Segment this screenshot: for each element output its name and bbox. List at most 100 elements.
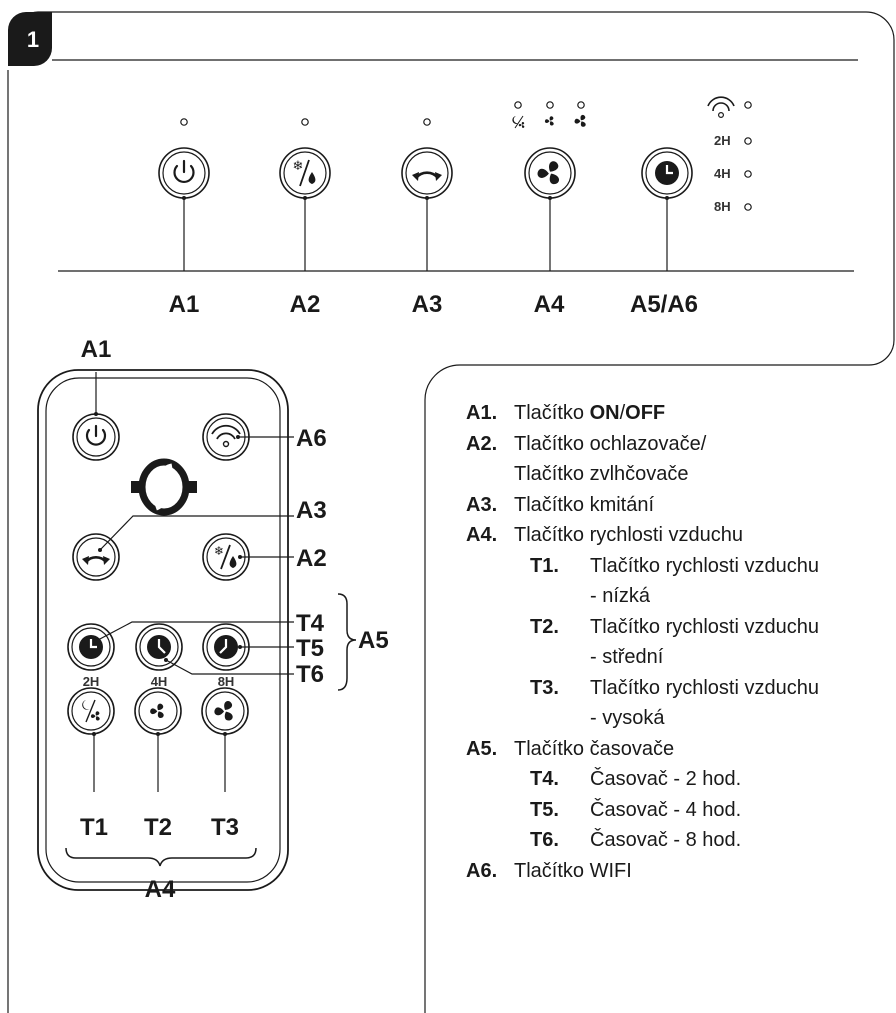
a5-brace: [337, 593, 357, 691]
oscillation-icon: [82, 556, 110, 565]
panel-label: A1: [169, 291, 200, 318]
panel-power-button[interactable]: [158, 147, 210, 199]
snowflake-drop-icon: ❄: [293, 159, 316, 187]
legend-item-t6: T6. Časovač - 8 hod.: [466, 825, 896, 856]
legend-text: - vysoká: [590, 707, 665, 729]
remote-power-button[interactable]: [72, 413, 120, 461]
wifi-icon: [211, 424, 241, 448]
legend-text: Tlačítko WIFI: [514, 859, 632, 882]
panel-label: A3: [412, 291, 443, 318]
legend-text: Časovač - 2 hod.: [590, 768, 742, 790]
brand-logo: [131, 458, 197, 516]
remote-night-fan-button[interactable]: [67, 687, 115, 735]
legend-code: A5.: [466, 737, 498, 760]
callout-T6: T6: [296, 661, 324, 688]
legend-text: Časovač - 4 hod.: [590, 798, 742, 821]
legend-text: Tlačítko ON/OFF: [514, 402, 666, 424]
legend-item-a2: A2. Tlačítko ochlazovače/: [466, 429, 896, 460]
indicator-led: [423, 118, 431, 126]
legend-text: Tlačítko kmitání: [514, 493, 655, 516]
legend-text: Tlačítko rychlosti vzduchu: [590, 615, 819, 638]
legend-code: A4.: [466, 524, 498, 546]
callout-A2: A2: [296, 545, 327, 572]
callout-A5: A5: [358, 627, 389, 654]
legend-text: Tlačítko rychlosti vzduchu: [514, 524, 743, 546]
callout-A4: A4: [145, 876, 176, 903]
legend-code: A3.: [466, 493, 498, 516]
legend-code: A6.: [466, 859, 498, 882]
callout-T2: T2: [144, 814, 172, 841]
legend-item-t3: T3. Tlačítko rychlosti vzduchu: [466, 673, 896, 704]
fan-speed-indicators: [512, 101, 587, 129]
timer-indicator-label: 8H: [714, 199, 731, 214]
callout-A3: A3: [296, 497, 327, 524]
legend-text: Tlačítko zvlhčovače: [514, 463, 689, 485]
legend-code: T2.: [530, 615, 559, 638]
svg-text:❄: ❄: [293, 159, 304, 174]
legend-text: Tlačítko rychlosti vzduchu: [590, 554, 819, 577]
legend-item-a4: A4. Tlačítko rychlosti vzduchu: [466, 520, 896, 551]
power-icon: [173, 159, 195, 184]
callout-A6: A6: [296, 425, 327, 452]
panel-cooler-humidifier-button[interactable]: ❄: [279, 147, 331, 199]
legend-text: - nízká: [590, 585, 651, 607]
panel-label: A4: [534, 291, 565, 318]
legend-code: T1.: [530, 554, 559, 577]
indicator-led: [301, 118, 309, 126]
remote-fan-low-button[interactable]: [134, 687, 182, 735]
legend-item-t2: T2. Tlačítko rychlosti vzduchu: [466, 612, 896, 643]
power-icon: [85, 424, 107, 446]
a4-brace: [65, 847, 257, 867]
figure-number: 1: [27, 27, 39, 52]
indicator-led: [180, 118, 188, 126]
legend-item-a2-cont: Tlačítko zvlhčovače: [466, 459, 896, 490]
callout-T1: T1: [80, 814, 108, 841]
snowflake-drop-icon: ❄: [214, 544, 237, 570]
legend-item-t2-cont: - střední: [466, 642, 896, 673]
clock-8h-icon: [214, 635, 238, 659]
legend-code: T3.: [530, 676, 559, 699]
remote-cooler-humidifier-button[interactable]: ❄: [202, 533, 250, 581]
legend-item-a5: A5. Tlačítko časovače: [466, 734, 896, 765]
fan-high-icon: [573, 114, 587, 128]
legend: A1. Tlačítko ON/OFF A2. Tlačítko ochlazo…: [466, 398, 896, 886]
remote-timer-4h-button[interactable]: [135, 623, 183, 671]
legend-item-a3: A3. Tlačítko kmitání: [466, 490, 896, 521]
legend-text: Časovač - 8 hod.: [590, 829, 742, 851]
legend-code: A1.: [466, 402, 498, 424]
legend-text: Tlačítko časovače: [514, 737, 675, 760]
callout-T4: T4: [296, 610, 325, 637]
legend-text: - střední: [590, 646, 664, 668]
svg-text:❄: ❄: [214, 544, 224, 558]
night-fan-icon: [512, 115, 525, 129]
oscillation-icon: [412, 171, 442, 181]
remote-oscillation-button[interactable]: [72, 533, 120, 581]
timer-label: 2H: [83, 674, 100, 689]
legend-text: Tlačítko rychlosti vzduchu: [590, 676, 819, 699]
panel-fan-speed-button[interactable]: [524, 147, 576, 199]
remote-timer-2h-button[interactable]: [67, 623, 115, 671]
panel-timer-button[interactable]: [641, 147, 693, 199]
legend-item-t5: T5. Časovač - 4 hod.: [466, 795, 896, 826]
timer-indicator-label: 4H: [714, 166, 731, 181]
legend-item-t3-cont: - vysoká: [466, 703, 896, 734]
panel-label: A2: [290, 291, 321, 318]
legend-code: T6.: [530, 829, 559, 851]
legend-code: T5.: [530, 798, 559, 821]
legend-item-t1: T1. Tlačítko rychlosti vzduchu: [466, 551, 896, 582]
legend-text: Tlačítko ochlazovače/: [514, 432, 707, 455]
legend-code: T4.: [530, 768, 559, 790]
panel-label: A5/A6: [630, 291, 698, 318]
legend-code: A2.: [466, 432, 498, 455]
clock-icon: [655, 161, 679, 185]
remote-fan-high-button[interactable]: [201, 687, 249, 735]
remote-timer-8h-button[interactable]: [202, 623, 250, 671]
legend-item-a6: A6. Tlačítko WIFI: [466, 856, 896, 887]
panel-timer-indicators: 2H 4H 8H: [714, 133, 752, 214]
callout-T5: T5: [296, 635, 324, 662]
night-fan-icon: [82, 699, 101, 723]
panel-oscillation-button[interactable]: [401, 147, 453, 199]
timer-label: 8H: [218, 674, 235, 689]
legend-item-a1: A1. Tlačítko ON/OFF: [466, 398, 896, 429]
